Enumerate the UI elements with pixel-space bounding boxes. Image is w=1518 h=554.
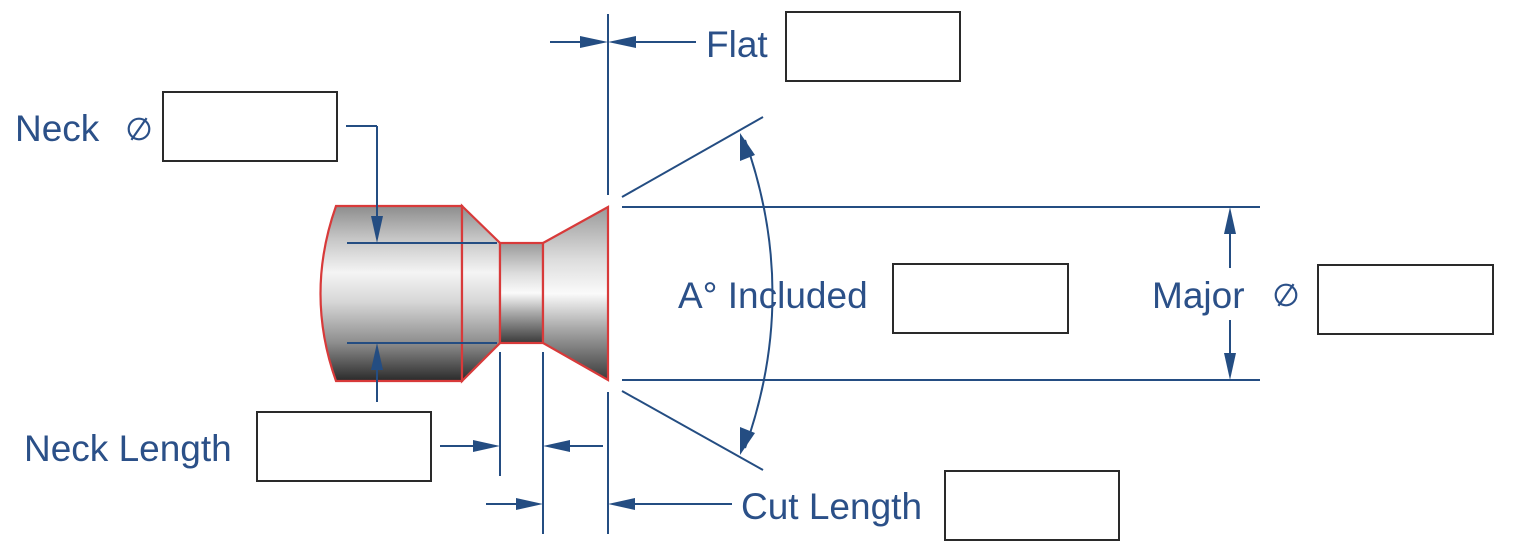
cut-length-arrow-right: [516, 498, 543, 510]
neck-dia-arrow-up: [371, 343, 383, 370]
diameter-symbol-icon: [127, 117, 151, 141]
neck-dia-arrow-down: [371, 216, 383, 243]
major-diameter-input[interactable]: [1317, 264, 1494, 335]
major-arrow-down: [1224, 353, 1236, 380]
neck-length-arrow-left: [543, 440, 570, 452]
neck: [498, 241, 545, 345]
major-arrow-up: [1224, 207, 1236, 234]
cut-length-label: Cut Length: [741, 486, 923, 527]
neck-length-arrow-right: [473, 440, 500, 452]
neck-length-input[interactable]: [256, 411, 432, 482]
flat-arrow-left: [608, 36, 636, 48]
major-diameter-label: Major: [1152, 275, 1245, 316]
neck-taper: [460, 203, 502, 384]
angle-arrow-down: [740, 427, 755, 455]
included-angle-label: A° Included: [678, 275, 868, 316]
neck-diameter-label: Neck: [15, 108, 100, 149]
diameter-symbol-icon: [1274, 283, 1298, 307]
angle-arrow-up: [740, 133, 755, 161]
included-angle-input[interactable]: [892, 263, 1069, 334]
neck-length-label: Neck Length: [24, 428, 232, 469]
flat-label: Flat: [706, 24, 768, 65]
shank: [319, 204, 464, 383]
angle-line-upper: [621, 116, 764, 198]
flat-input[interactable]: [785, 11, 961, 82]
dimension-arrowheads: [371, 36, 1236, 510]
angle-line-lower: [621, 390, 764, 471]
cut-length-input[interactable]: [944, 470, 1120, 541]
cut-length-arrow-left: [608, 498, 635, 510]
angle-arc: [744, 139, 774, 449]
cutting-cone: [541, 205, 610, 382]
flat-arrow-right: [580, 36, 608, 48]
dimension-lines: [346, 14, 1260, 534]
tool-part: [319, 203, 610, 384]
neck-diameter-input[interactable]: [162, 91, 338, 162]
